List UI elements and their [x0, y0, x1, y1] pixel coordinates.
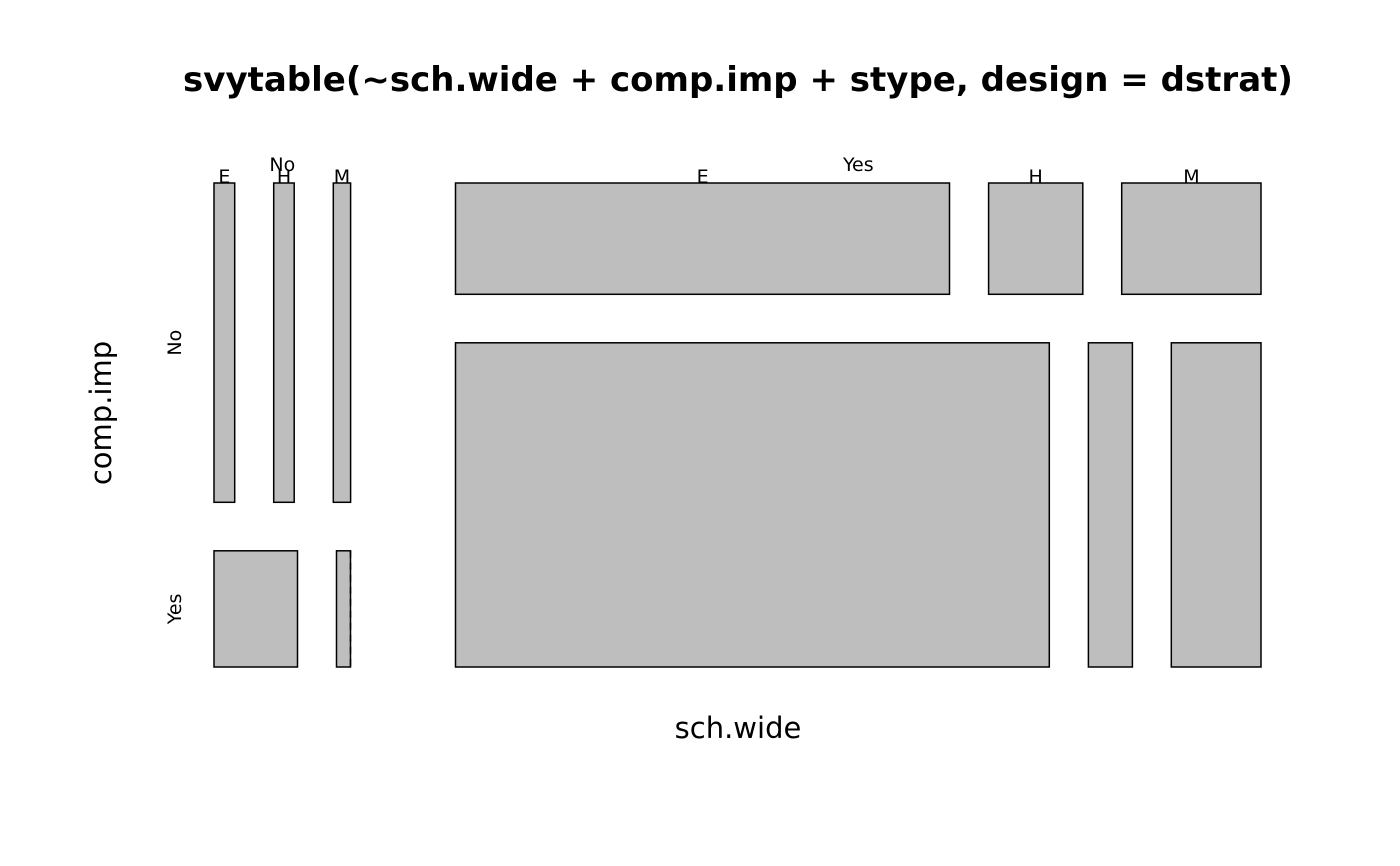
tile-yes-no-h [987, 182, 1084, 296]
x-axis-title: sch.wide [675, 711, 802, 745]
tile-no-yes-e [213, 550, 299, 668]
compimp-label-no: No [164, 330, 186, 356]
tile-no-no-e [213, 182, 236, 504]
stype-label-no-e: E [218, 166, 230, 188]
stype-label-no-m: M [334, 166, 350, 188]
stype-label-yes-m: M [1183, 166, 1199, 188]
tile-yes-yes-e [454, 342, 1051, 668]
chart-title: svytable(~sch.wide + comp.imp + stype, d… [183, 60, 1293, 100]
tile-no-no-m [332, 182, 352, 504]
stype-label-yes-e: E [697, 166, 709, 188]
tile-no-yes-h [335, 550, 352, 668]
tile-yes-no-e [454, 182, 951, 296]
compimp-label-yes: Yes [164, 594, 186, 626]
mosaic-tiles [213, 182, 1262, 668]
tile-yes-no-m [1120, 182, 1262, 296]
schwide-label-yes: Yes [842, 154, 874, 176]
schwide-label-no: No [269, 154, 295, 176]
stype-label-yes-h: H [1029, 166, 1043, 188]
stype-label-no-h: H [277, 166, 291, 188]
y-axis-title: comp.imp [84, 341, 118, 485]
tile-yes-yes-m [1170, 342, 1262, 668]
tile-no-no-h [272, 182, 295, 504]
tile-yes-yes-h [1087, 342, 1134, 668]
